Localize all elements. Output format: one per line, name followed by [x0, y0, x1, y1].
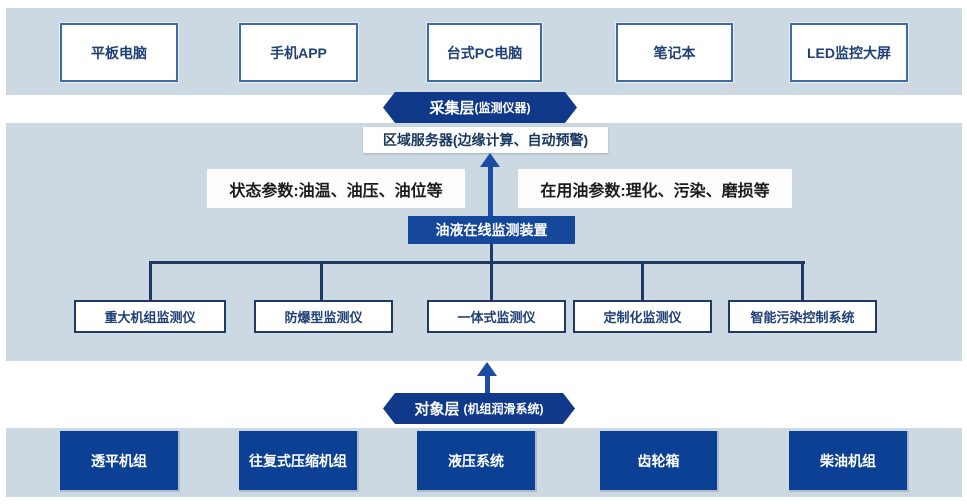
up-arrow-icon: [480, 153, 500, 167]
oil-monitor-device-label: 油液在线监测装置: [435, 222, 548, 238]
device-box-major-unit-monitor: 重大机组监测仪: [74, 300, 226, 333]
terminal-box-laptop: 笔记本: [616, 23, 733, 82]
object-box-gearbox: 齿轮箱: [600, 431, 717, 490]
object-layer-title: 对象层: [414, 401, 460, 418]
terminal-box-desktop-pc: 台式PC电脑: [427, 23, 542, 82]
collection-layer-title: 采集层: [429, 100, 475, 117]
terminal-label: LED监控大屏: [807, 44, 891, 61]
up-arrow-shaft: [485, 375, 490, 393]
terminal-label: 手机APP: [270, 44, 327, 61]
object-label: 齿轮箱: [637, 452, 680, 469]
regional-server-label: 区域服务器(边缘计算、自动预警): [382, 132, 589, 148]
object-label: 往复式压缩机组: [249, 452, 347, 469]
device-box-smart-contamination-control: 智能污染控制系统: [728, 300, 877, 333]
device-label: 定制化监测仪: [603, 310, 682, 325]
up-arrow-icon: [477, 362, 497, 376]
object-label: 液压系统: [448, 452, 504, 469]
terminal-label: 台式PC电脑: [446, 44, 523, 61]
device-box-explosionproof-monitor: 防爆型监测仪: [254, 300, 393, 333]
connector-line-drop-5: [801, 261, 804, 301]
device-label: 防爆型监测仪: [284, 310, 363, 325]
terminal-box-tablet: 平板电脑: [60, 23, 178, 82]
object-layer-subtitle: (机组润滑系统): [463, 402, 544, 416]
object-box-hydraulic-system: 液压系统: [417, 431, 535, 490]
connector-line-center: [490, 244, 493, 301]
oil-params-label: 在用油参数:理化、污染、磨损等: [518, 169, 792, 208]
collection-layer-pill: 采集层(监测仪器): [383, 92, 577, 123]
device-box-integrated-monitor: 一体式监测仪: [427, 300, 566, 333]
device-label: 重大机组监测仪: [104, 310, 196, 325]
connector-line-horizontal: [149, 261, 805, 264]
oil-params-text: 在用油参数:理化、污染、磨损等: [540, 182, 770, 200]
device-label: 智能污染控制系统: [750, 310, 855, 325]
object-box-diesel-unit: 柴油机组: [789, 431, 907, 490]
up-arrow-shaft: [488, 165, 493, 216]
device-label: 一体式监测仪: [457, 310, 536, 325]
terminal-label: 平板电脑: [91, 44, 147, 61]
object-box-turbine-unit: 透平机组: [60, 431, 178, 490]
oil-monitor-device-box: 油液在线监测装置: [408, 216, 575, 244]
terminal-box-led-screen: LED监控大屏: [790, 23, 908, 82]
terminal-box-mobile-app: 手机APP: [239, 23, 358, 82]
connector-line-drop-4: [641, 261, 644, 301]
regional-server-box: 区域服务器(边缘计算、自动预警): [363, 127, 608, 153]
object-label: 透平机组: [91, 452, 147, 469]
connector-line-drop-2: [320, 261, 323, 301]
collection-layer-subtitle: (监测仪器): [474, 101, 531, 115]
terminal-label: 笔记本: [653, 44, 696, 61]
connector-line-drop-1: [149, 261, 152, 301]
object-layer-pill: 对象层(机组润滑系统): [383, 393, 575, 424]
object-label: 柴油机组: [820, 452, 876, 469]
status-params-text: 状态参数:油温、油压、油位等: [229, 182, 443, 200]
status-params-label: 状态参数:油温、油压、油位等: [207, 169, 465, 208]
device-box-customized-monitor: 定制化监测仪: [573, 300, 712, 333]
object-box-reciprocating-compressor: 往复式压缩机组: [239, 431, 357, 490]
